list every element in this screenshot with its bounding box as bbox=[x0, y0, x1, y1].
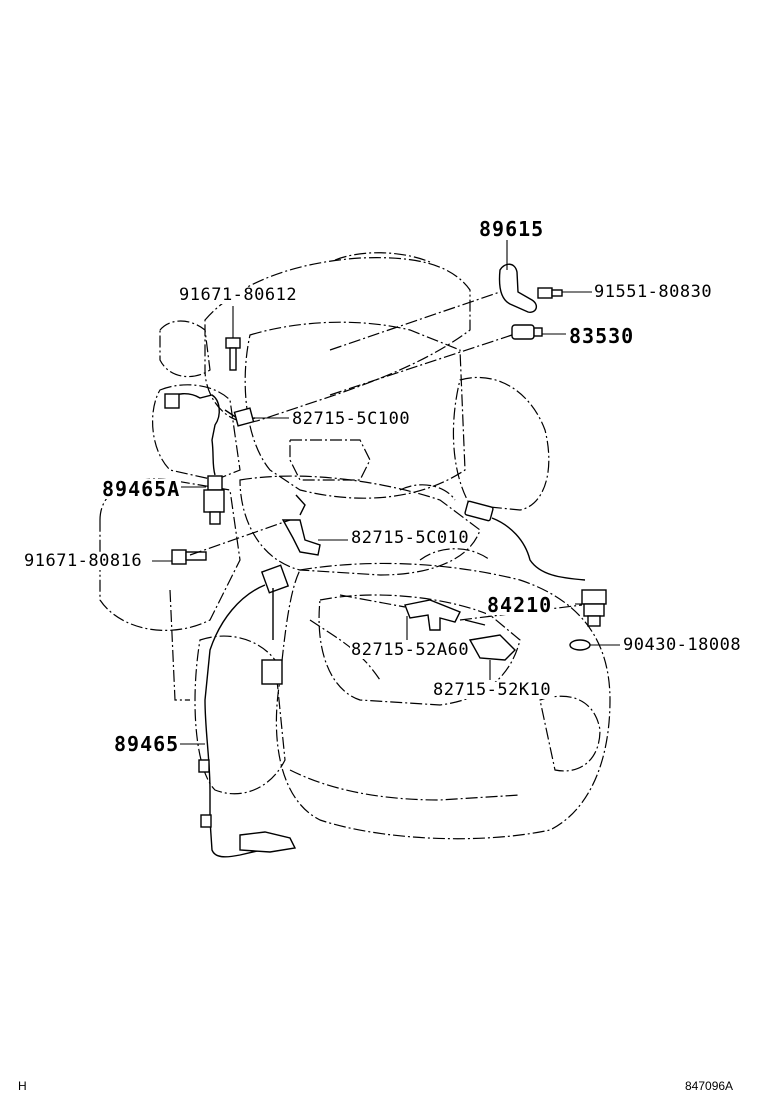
leader-lines bbox=[152, 240, 620, 745]
footer-illustration-code: 847096A bbox=[685, 1079, 734, 1093]
label-82715-52k10[interactable]: 82715-52K10 bbox=[432, 680, 553, 700]
label-91551-80830[interactable]: 91551-80830 bbox=[593, 282, 714, 302]
label-82715-5c100[interactable]: 82715-5C100 bbox=[291, 409, 412, 429]
label-90430-18008[interactable]: 90430-18008 bbox=[622, 635, 743, 655]
label-82715-52a60[interactable]: 82715-52A60 bbox=[350, 640, 471, 660]
label-89465a[interactable]: 89465A bbox=[101, 477, 182, 501]
bolt-91671-80612 bbox=[225, 337, 241, 371]
sensor-83530 bbox=[511, 324, 543, 340]
label-84210[interactable]: 84210 bbox=[486, 593, 554, 617]
oxygen-sensor-89465a bbox=[164, 393, 256, 525]
bracket-82715-5c010 bbox=[281, 494, 321, 556]
oxygen-sensor-89465 bbox=[198, 564, 297, 858]
switch-84210 bbox=[464, 500, 607, 651]
brackets-52a60-52k10 bbox=[404, 599, 516, 661]
footer-left-code: H bbox=[18, 1079, 27, 1093]
label-91671-80612[interactable]: 91671-80612 bbox=[178, 285, 299, 305]
label-91671-80816[interactable]: 91671-80816 bbox=[23, 551, 144, 571]
label-82715-5c010[interactable]: 82715-5C010 bbox=[350, 528, 471, 548]
label-89615[interactable]: 89615 bbox=[478, 217, 546, 241]
sensor-89615 bbox=[498, 263, 563, 313]
label-83530[interactable]: 83530 bbox=[568, 324, 636, 348]
bolt-91671-80816 bbox=[171, 549, 207, 565]
label-89465[interactable]: 89465 bbox=[113, 732, 181, 756]
